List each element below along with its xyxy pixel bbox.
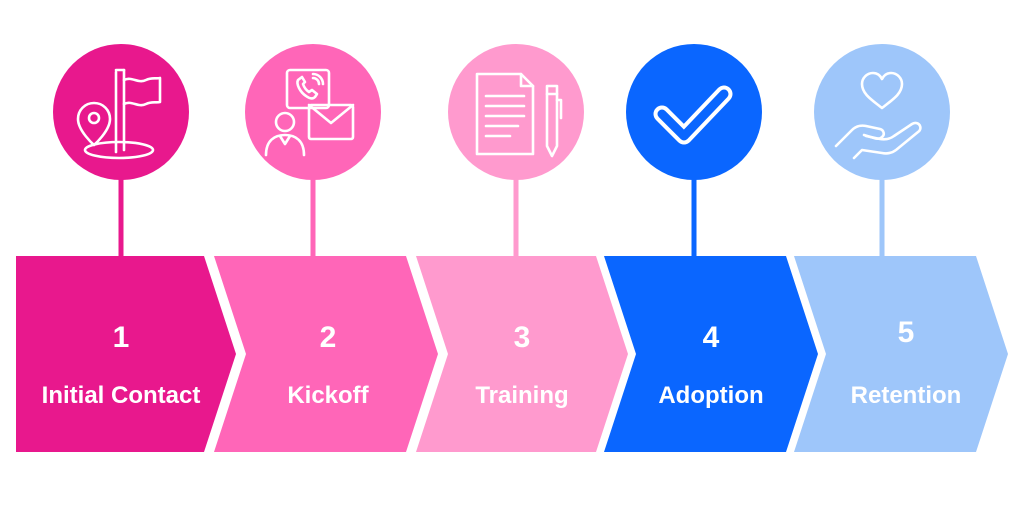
step-label-2: Kickoff: [287, 382, 369, 409]
step-2: 2 Kickoff: [214, 44, 438, 452]
map-pin-flag-icon: [76, 68, 162, 160]
step-label-4: Adoption: [658, 382, 763, 409]
icon-circle-1: [53, 44, 189, 180]
step-4: 4 Adoption: [604, 44, 818, 452]
step-number-5: 5: [898, 316, 915, 349]
icon-circle-5: [814, 44, 950, 180]
step-number-4: 4: [703, 321, 720, 354]
icon-circle-3: [448, 44, 584, 180]
step-arrow-2: [214, 256, 438, 452]
step-5: 5 Retention: [794, 44, 1008, 452]
step-1: 1 Initial Contact: [16, 44, 236, 452]
icon-circle-4: [626, 44, 762, 180]
step-arrow-3: [416, 256, 628, 452]
icon-circle-2: [245, 44, 381, 180]
heart-hand-icon: [834, 71, 922, 160]
step-arrow-5: [794, 256, 1008, 452]
step-number-1: 1: [113, 321, 130, 354]
step-number-2: 2: [320, 321, 337, 354]
step-label-3: Training: [475, 382, 568, 409]
document-pen-icon: [475, 72, 563, 158]
checkmark-icon: [653, 85, 733, 145]
step-arrow-1: [16, 256, 236, 452]
step-number-3: 3: [514, 321, 531, 354]
step-3: 3 Training: [416, 44, 628, 452]
step-arrow-4: [604, 256, 818, 452]
step-label-5: Retention: [851, 382, 962, 409]
step-label-1: Initial Contact: [42, 382, 201, 409]
contact-phone-mail-icon: [264, 68, 355, 157]
